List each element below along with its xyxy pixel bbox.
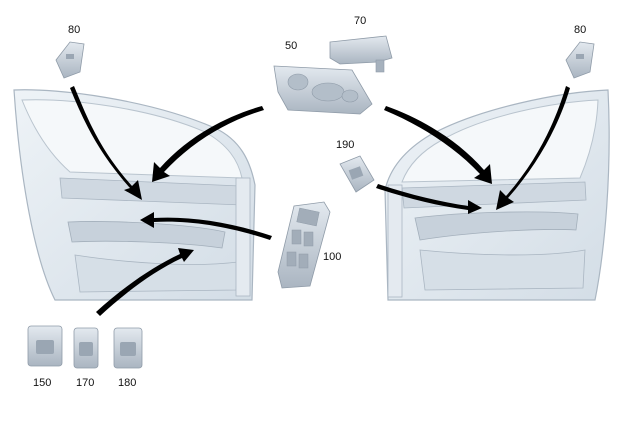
arrow-80-right <box>496 86 570 210</box>
callout-180: 180 <box>118 377 137 389</box>
arrow-80-left <box>70 86 142 200</box>
callout-80-right: 80 <box>574 24 587 36</box>
callout-190: 190 <box>336 139 355 151</box>
part-70 <box>329 35 393 73</box>
part-100 <box>277 201 331 289</box>
left-door-window-frame <box>21 99 243 179</box>
right-door-pocket <box>419 249 586 291</box>
right-door-window-frame <box>401 99 599 183</box>
arrow-50-right <box>384 106 492 184</box>
callout-150: 150 <box>33 377 52 389</box>
part-190 <box>339 155 375 193</box>
callout-170: 170 <box>76 377 95 389</box>
part-180 <box>113 327 143 369</box>
arrow-100-left <box>140 212 272 240</box>
part-50 <box>273 65 373 115</box>
part-150 <box>27 325 63 367</box>
left-door-armrest <box>67 221 226 249</box>
arrows <box>70 86 570 316</box>
callout-100: 100 <box>323 251 342 263</box>
arrow-190-right <box>376 184 482 214</box>
callout-70: 70 <box>354 15 367 27</box>
right-door-edge <box>387 184 403 298</box>
right-door-trim <box>401 181 587 209</box>
callout-80-left: 80 <box>68 24 81 36</box>
left-door-edge <box>235 177 251 297</box>
part-80-left <box>55 41 85 79</box>
part-170 <box>73 327 99 369</box>
arrow-bottom-left <box>96 248 194 316</box>
right-door <box>384 89 610 301</box>
arrow-50-left <box>152 106 264 182</box>
callout-50: 50 <box>285 40 298 52</box>
part-80-right <box>565 41 595 79</box>
